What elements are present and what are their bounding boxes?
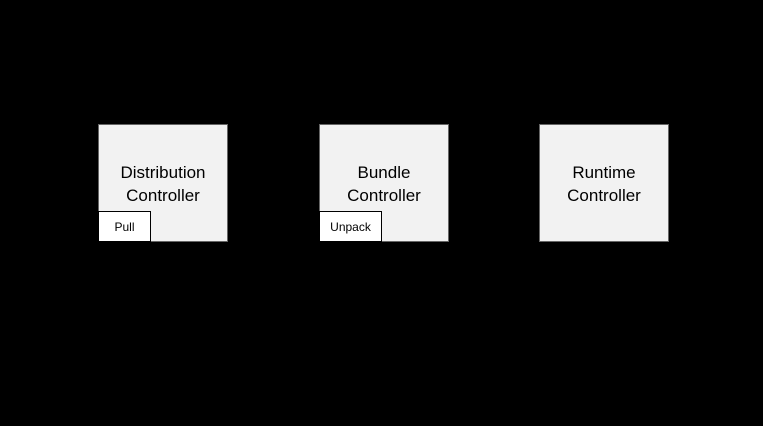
node-runtime-controller: Runtime Controller [539, 124, 669, 242]
node-distribution-controller-label: Distribution Controller [120, 163, 206, 205]
node-bundle-controller: Bundle Controller Unpack [319, 124, 449, 242]
badge-pull-label: Pull [114, 219, 135, 234]
badge-unpack: Unpack [319, 211, 382, 242]
badge-unpack-label: Unpack [330, 219, 371, 234]
node-bundle-controller-label: Bundle Controller [347, 163, 421, 205]
badge-pull: Pull [98, 211, 151, 242]
node-runtime-controller-label: Runtime Controller [567, 163, 641, 205]
node-distribution-controller: Distribution Controller Pull [98, 124, 228, 242]
